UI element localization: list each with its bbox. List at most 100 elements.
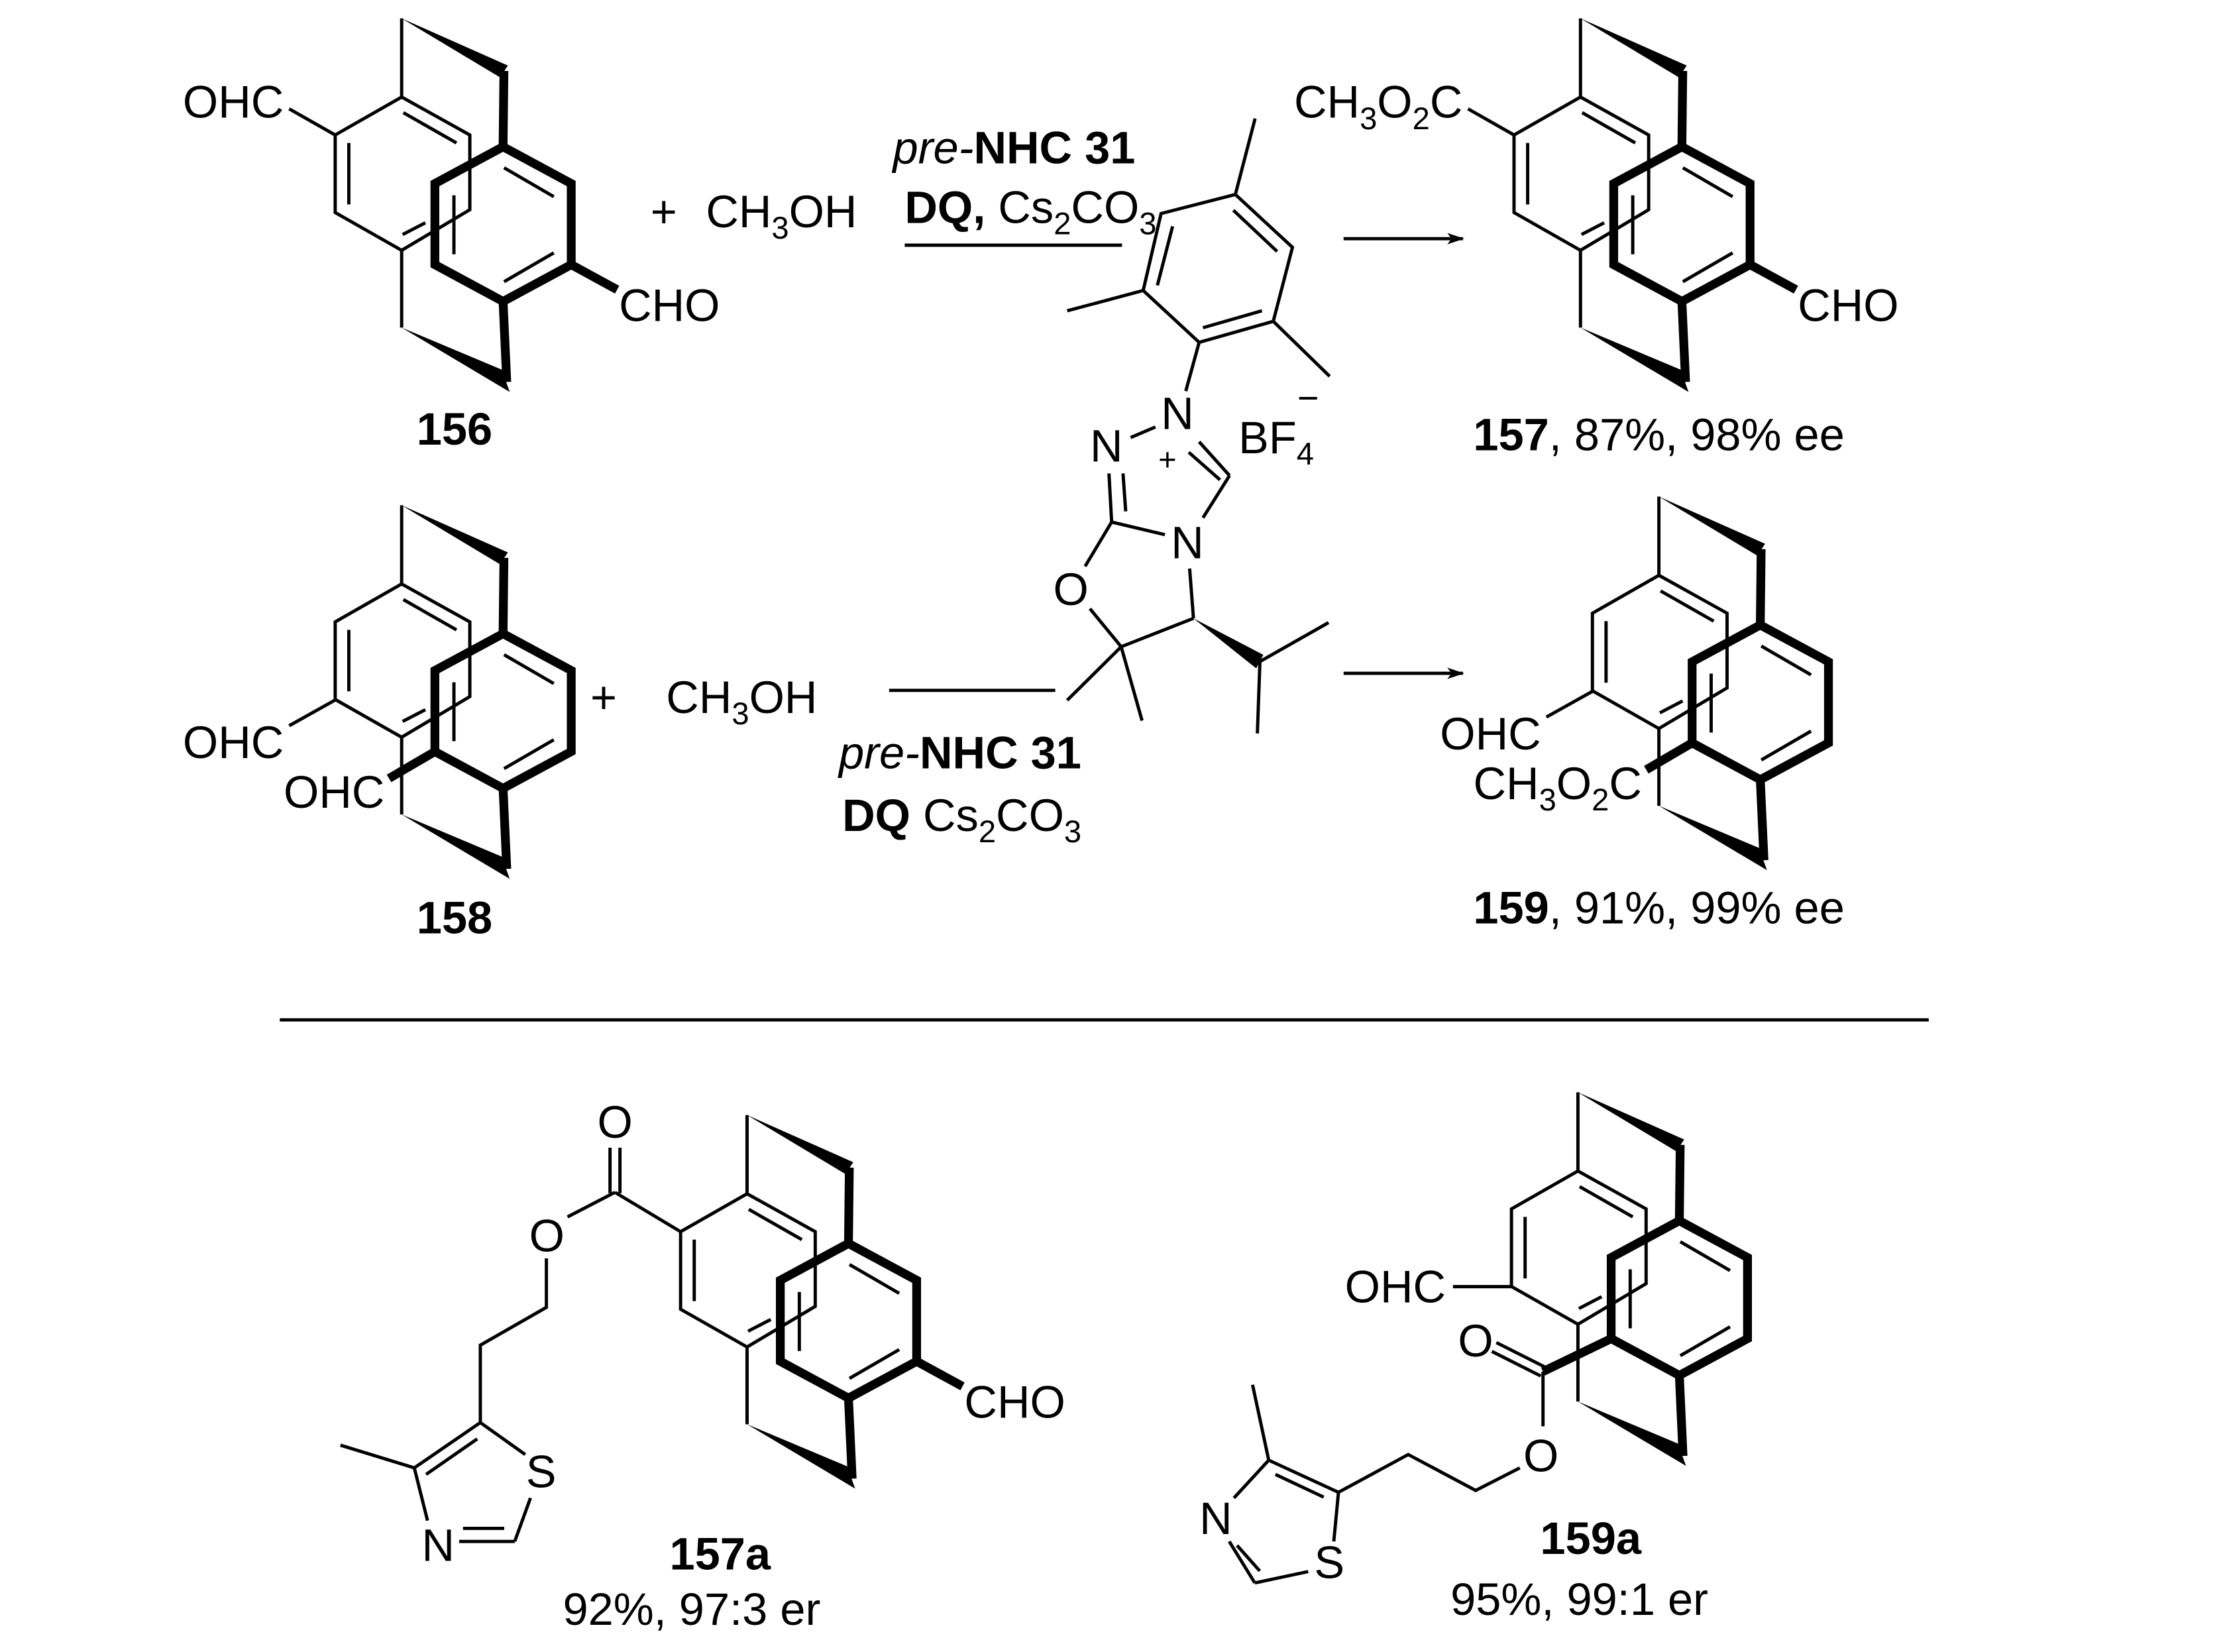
thiazole-bond (412, 1467, 429, 1521)
bridge-bond-bold (843, 1398, 857, 1479)
thiazole-double-bond-inner (425, 1437, 478, 1476)
compound-157-structure: CH3O2C CHO (1294, 18, 1899, 392)
thiazole-nitrogen-label: N (422, 1520, 455, 1571)
c-n-double-bond-inner (1121, 473, 1128, 512)
c-o-bond (1083, 521, 1113, 567)
thiazole-bond (479, 1421, 527, 1457)
gem-dimethyl-bond (1065, 645, 1122, 702)
aryl-n-bond (1184, 341, 1201, 392)
isopropyl-bond (1259, 621, 1330, 663)
compound-159a-structure: OHC (1345, 1092, 1753, 1466)
carbonyl-double-bond (1495, 1341, 1547, 1369)
ethylene-linker (1337, 1453, 1521, 1494)
c-c-bond (1120, 616, 1195, 649)
aldehyde-bond (1545, 690, 1594, 719)
catalyst-reagent-label: pre-NHC 31 (838, 728, 1081, 779)
isopropyl-bond (1256, 661, 1262, 734)
c-n-bond (1187, 568, 1195, 619)
result-157a: 92%, 97:3 er (563, 1584, 820, 1635)
ring-double-bond (1578, 1295, 1603, 1310)
ring-double-bond (747, 1207, 803, 1241)
thiazole-double-bond-inner (1274, 1472, 1325, 1499)
bridge-wedge-bond (1658, 806, 1767, 871)
counterion-label: BF4 (1238, 412, 1314, 471)
methyl-bond (340, 1443, 415, 1470)
c-n-bond (1111, 520, 1166, 537)
methyl-bond (1066, 289, 1144, 313)
methyl-ester-label: CH3O2C (1474, 758, 1642, 817)
bridge-bond-bold (498, 301, 512, 382)
carbonyl-double-bond (1491, 1350, 1542, 1378)
triazolium-n4-label: N (1171, 517, 1204, 568)
ring-double-bond (1156, 225, 1175, 286)
plus-sign: + (590, 672, 617, 723)
ring-double-bond (402, 598, 458, 632)
bridge-wedge-bond (1578, 1402, 1686, 1466)
front-benzene-ring (430, 141, 576, 307)
aldehyde-group-label: CHO (1798, 280, 1898, 331)
compound-158-structure: OHC OHC (183, 505, 576, 879)
ring-double-bond (747, 1317, 772, 1333)
ester-bond-bold (1541, 1335, 1613, 1376)
ring-double-bond (402, 111, 458, 144)
positive-charge: + (1158, 442, 1177, 477)
ring-double-bond (1682, 251, 1734, 284)
aldehyde-bond-bold (914, 1357, 965, 1390)
methanol-reagent: CH3OH (706, 186, 857, 245)
bridge-bond-bold (1674, 1375, 1688, 1457)
back-benzene-ring (333, 582, 472, 740)
thiazole-bond (1254, 1570, 1309, 1585)
methyl-bond (1250, 1384, 1271, 1461)
ring-double-bond (1679, 1325, 1731, 1357)
n-c-double-bond-inner (1187, 451, 1221, 481)
ring-double-bond (1760, 644, 1812, 677)
result-159a: 95%, 99:1 er (1450, 1574, 1708, 1625)
ring-double-bond (848, 1263, 900, 1295)
aldehyde-bond (288, 698, 337, 728)
oxazole-oxygen-label: O (1054, 564, 1089, 615)
bridge-wedge-bond (402, 505, 508, 565)
ring-double-bond (402, 708, 427, 723)
thiazole-sulfur-label: S (1314, 1537, 1344, 1588)
methyl-ester-label: CH3O2C (1294, 77, 1462, 136)
thiazole-double-bond (1228, 1540, 1256, 1584)
nhc-catalyst-structure: N N + BF4 − N O (1054, 118, 1331, 734)
aldehyde-group-label: CHO (964, 1376, 1065, 1427)
ester-bond (1467, 107, 1515, 137)
catalyst-reagent-label: pre-NHC 31 (892, 123, 1136, 174)
aldehyde-bond-bold (386, 747, 437, 783)
ester-bond-bold (1644, 739, 1695, 774)
stereo-wedge-bond (1193, 618, 1264, 669)
methyl-bond (1234, 118, 1257, 195)
bridge-wedge-bond (1578, 1092, 1684, 1152)
compound-159-structure: OHC CH3O2C (1440, 496, 1833, 871)
thiazole-bond (1332, 1492, 1340, 1542)
ring-double-bond (1760, 730, 1812, 761)
ring-double-bond (1581, 111, 1637, 144)
bridge-bond-bold (1674, 1144, 1685, 1221)
aryl-carbonyl-bond (614, 1191, 682, 1233)
ring-double-bond (1658, 699, 1684, 714)
c-n-bond (1201, 474, 1231, 519)
bridge-wedge-bond (402, 327, 510, 392)
carbonyl-oxygen-label: O (1458, 1315, 1493, 1366)
aldehyde-group-label: OHC (1345, 1262, 1446, 1313)
bridge-wedge-bond (1580, 327, 1689, 392)
ester-oxygen-label: O (1523, 1431, 1558, 1482)
compound-156-structure: OHC CHO (183, 18, 720, 392)
front-benzene-ring (1606, 1215, 1753, 1381)
gem-dimethyl-bond (1119, 646, 1144, 722)
front-benzene-ring (1688, 620, 1833, 785)
front-benzene-ring (430, 628, 576, 794)
ring-double-bond (1682, 166, 1734, 198)
product-157-caption: 157, 87%, 98% ee (1473, 410, 1844, 461)
ring-double-bond (848, 1348, 900, 1380)
aldehyde-group-label: CHO (619, 280, 720, 331)
bridge-wedge-bond (402, 814, 510, 879)
compound-label-159a: 159a (1540, 1513, 1641, 1564)
thiazole-sulfur-label: S (526, 1446, 557, 1497)
ring-double-bond (402, 221, 427, 237)
ring-double-bond (1679, 1240, 1731, 1272)
bridge-wedge-bond (747, 1424, 855, 1489)
